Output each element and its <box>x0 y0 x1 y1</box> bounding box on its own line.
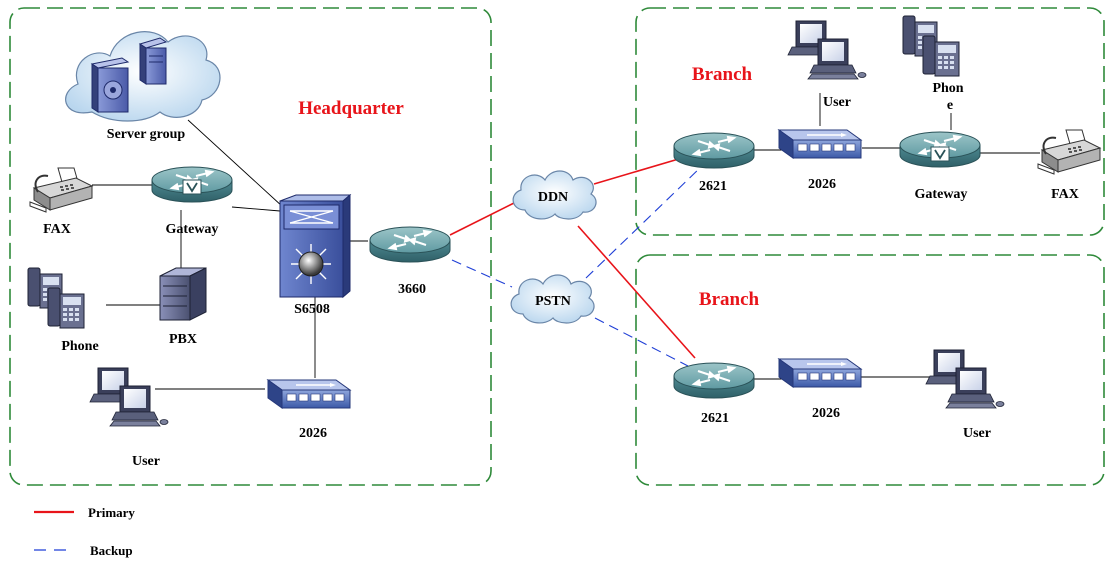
branch-bottom-title: Branch <box>699 289 760 310</box>
fax-icon <box>29 167 93 213</box>
backup-links <box>451 165 703 367</box>
server-group-label: Server group <box>107 127 186 142</box>
fax-icon <box>1037 129 1101 175</box>
hq-router-3660 <box>369 226 451 263</box>
branch-top-gateway-label: Gateway <box>915 187 968 202</box>
branch-top-phone-label-line2: e <box>947 98 953 113</box>
hq-user-workstation-icon <box>89 367 169 427</box>
branch-top-title: Branch <box>692 64 753 85</box>
branch-top-router-label: 2621 <box>699 179 727 194</box>
headquarter-region <box>9 7 492 486</box>
server-icon <box>90 57 130 113</box>
pbx-label: PBX <box>169 332 197 347</box>
branch-top-user-label: User <box>823 95 851 110</box>
pbx-icon <box>159 267 207 321</box>
branch-top-switch-2026 <box>778 129 862 159</box>
core-switch-label: S6508 <box>294 302 330 317</box>
legend-backup-label: Backup <box>90 543 133 558</box>
branch-top-user-workstation-icon <box>787 20 867 80</box>
branch-top-phone-label-line1: Phon <box>932 81 963 96</box>
hq-gateway-router <box>151 166 233 203</box>
hq-switch-2026 <box>267 379 351 409</box>
branch-top-switch-label: 2026 <box>808 177 836 192</box>
primary-links <box>449 157 696 359</box>
branch-top-region <box>635 7 1105 236</box>
pstn-label: PSTN <box>535 294 571 309</box>
hq-phone-label: Phone <box>61 339 98 354</box>
server-group <box>65 31 221 122</box>
branch-bottom-switch-2026 <box>778 358 862 388</box>
branch-bottom-router-2621 <box>673 362 755 399</box>
headquarter-title: Headquarter <box>298 98 404 119</box>
hq-switch-label: 2026 <box>299 426 327 441</box>
branch-top-phone-icon <box>902 15 960 77</box>
legend: Primary Backup <box>34 505 135 558</box>
branch-top-gateway-router <box>899 131 981 168</box>
ddn-label: DDN <box>538 190 568 205</box>
phone-icon <box>27 267 85 329</box>
connections-lan <box>92 93 1040 390</box>
hq-user-label: User <box>132 454 160 469</box>
core-switch-icon <box>279 193 352 299</box>
branch-bottom-user-label: User <box>963 426 991 441</box>
branch-bottom-router-label: 2621 <box>701 411 729 426</box>
hq-fax-label: FAX <box>43 222 71 237</box>
branch-top-fax-label: FAX <box>1051 187 1079 202</box>
hq-gateway-label: Gateway <box>166 222 219 237</box>
branch-bottom-user-workstation-icon <box>925 349 1005 409</box>
hq-router-label: 3660 <box>398 282 426 297</box>
branch-top-router-2621 <box>673 132 755 169</box>
branch-bottom-switch-label: 2026 <box>812 406 840 421</box>
server-icon <box>138 37 168 85</box>
branch-bottom-region <box>635 254 1105 486</box>
legend-primary-label: Primary <box>88 505 135 520</box>
